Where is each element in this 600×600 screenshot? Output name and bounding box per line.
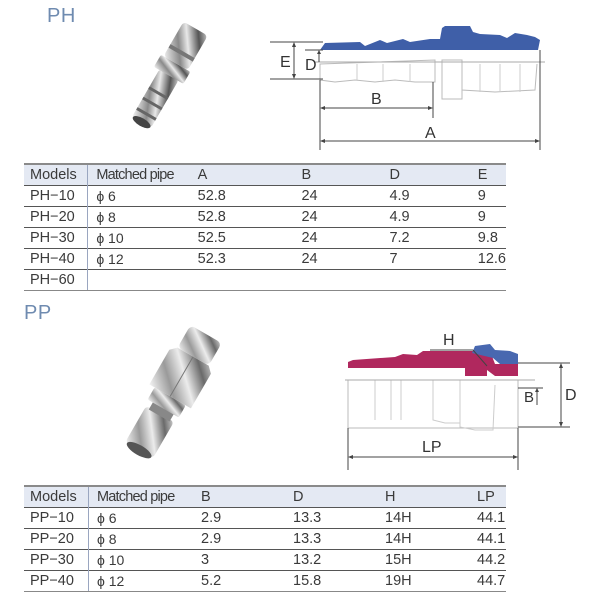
cell-matched-pipe: ϕ 8 bbox=[88, 528, 193, 550]
header-D: D bbox=[381, 163, 470, 186]
cell-D: 4.9 bbox=[381, 185, 470, 207]
cell-LP: 44.2 bbox=[469, 549, 506, 571]
header-matched-pipe: Matched pipe bbox=[87, 163, 190, 186]
cell-model: PP−30 bbox=[24, 549, 89, 571]
cell-matched-pipe: ϕ 8 bbox=[87, 206, 190, 228]
cell-model: PH−20 bbox=[24, 206, 89, 228]
cell-LP: 44.7 bbox=[469, 570, 506, 592]
header-matched-pipe: Matched pipe bbox=[88, 485, 193, 508]
cell-A: 52.5 bbox=[189, 227, 294, 249]
cell-E: 9 bbox=[469, 185, 506, 207]
cell-D bbox=[381, 269, 470, 291]
cell-B: 3 bbox=[193, 549, 285, 571]
cell-matched-pipe: ϕ 10 bbox=[87, 227, 190, 249]
header-B: B bbox=[293, 163, 382, 186]
cell-matched-pipe: ϕ 12 bbox=[88, 570, 193, 592]
cell-model: PH−40 bbox=[24, 248, 89, 270]
table-row: PP−40 ϕ 12 5.2 15.8 19H 44.7 bbox=[24, 570, 506, 592]
cell-B: 2.9 bbox=[193, 528, 285, 550]
pp-label-H: H bbox=[443, 332, 455, 349]
pp-label-D: D bbox=[565, 387, 577, 404]
header-A: A bbox=[189, 163, 294, 186]
table-row: PH−40 ϕ 12 52.3 24 7 12.6 bbox=[24, 248, 506, 270]
table-row: PH−20 ϕ 8 52.8 24 4.9 9 bbox=[24, 206, 506, 228]
ph-product-photo bbox=[132, 23, 207, 129]
cell-model: PP−20 bbox=[24, 528, 89, 550]
pp-product-photo bbox=[126, 326, 220, 459]
cell-B: 24 bbox=[293, 227, 382, 249]
table-header-row: Models Matched pipe B D H LP bbox=[24, 485, 506, 508]
cell-model: PH−30 bbox=[24, 227, 89, 249]
pp-dimension-diagram: H D B LP bbox=[345, 332, 577, 470]
pp-spec-table: Models Matched pipe B D H LP PP−10 ϕ 6 2… bbox=[24, 485, 506, 592]
cell-matched-pipe bbox=[87, 269, 190, 291]
ph-label-A: A bbox=[425, 125, 436, 142]
ph-label-D: D bbox=[305, 57, 317, 74]
table-header-row: Models Matched pipe A B D E bbox=[24, 163, 506, 186]
cell-matched-pipe: ϕ 6 bbox=[88, 507, 193, 529]
table-row: PH−10 ϕ 6 52.8 24 4.9 9 bbox=[24, 185, 506, 207]
cell-B: 5.2 bbox=[193, 570, 285, 592]
cell-E bbox=[469, 269, 506, 291]
cell-A bbox=[189, 269, 294, 291]
cell-H: 14H bbox=[377, 528, 469, 550]
table-row: PH−60 bbox=[24, 269, 506, 291]
ph-dimension-diagram: E D B A bbox=[270, 26, 545, 150]
ph-spec-table: Models Matched pipe A B D E PH−10 ϕ 6 52… bbox=[24, 163, 506, 291]
cell-H: 15H bbox=[377, 549, 469, 571]
cell-D: 13.2 bbox=[285, 549, 377, 571]
table-row: PH−30 ϕ 10 52.5 24 7.2 9.8 bbox=[24, 227, 506, 249]
cell-B: 2.9 bbox=[193, 507, 285, 529]
ph-section-title: PH bbox=[47, 5, 76, 27]
ph-label-B: B bbox=[371, 91, 382, 108]
cell-model: PH−10 bbox=[24, 185, 89, 207]
cell-A: 52.8 bbox=[189, 185, 294, 207]
pp-label-LP: LP bbox=[422, 439, 442, 456]
cell-D: 13.3 bbox=[285, 507, 377, 529]
table-row: PP−10 ϕ 6 2.9 13.3 14H 44.1 bbox=[24, 507, 506, 529]
cell-matched-pipe: ϕ 6 bbox=[87, 185, 190, 207]
ph-label-E: E bbox=[280, 54, 291, 71]
cell-model: PP−40 bbox=[24, 570, 89, 592]
cell-model: PH−60 bbox=[24, 269, 89, 291]
pp-label-B: B bbox=[524, 389, 534, 406]
header-D: D bbox=[285, 485, 377, 508]
header-H: H bbox=[377, 485, 469, 508]
cell-H: 14H bbox=[377, 507, 469, 529]
cell-E: 12.6 bbox=[469, 248, 506, 270]
cell-E: 9.8 bbox=[469, 227, 506, 249]
pp-section-title: PP bbox=[24, 302, 52, 324]
cell-E: 9 bbox=[469, 206, 506, 228]
cell-B bbox=[293, 269, 382, 291]
cell-D: 4.9 bbox=[381, 206, 470, 228]
cell-model: PP−10 bbox=[24, 507, 89, 529]
cell-A: 52.3 bbox=[189, 248, 294, 270]
cell-D: 7 bbox=[381, 248, 470, 270]
cell-matched-pipe: ϕ 10 bbox=[88, 549, 193, 571]
header-models: Models bbox=[24, 485, 89, 508]
cell-LP: 44.1 bbox=[469, 528, 506, 550]
header-B: B bbox=[193, 485, 285, 508]
table-row: PP−30 ϕ 10 3 13.2 15H 44.2 bbox=[24, 549, 506, 571]
cell-B: 24 bbox=[293, 206, 382, 228]
cell-D: 13.3 bbox=[285, 528, 377, 550]
cell-B: 24 bbox=[293, 248, 382, 270]
cell-matched-pipe: ϕ 12 bbox=[87, 248, 190, 270]
cell-H: 19H bbox=[377, 570, 469, 592]
header-LP: LP bbox=[469, 485, 506, 508]
cell-D: 15.8 bbox=[285, 570, 377, 592]
header-models: Models bbox=[24, 163, 89, 186]
header-E: E bbox=[469, 163, 506, 186]
cell-B: 24 bbox=[293, 185, 382, 207]
table-row: PP−20 ϕ 8 2.9 13.3 14H 44.1 bbox=[24, 528, 506, 550]
cell-LP: 44.1 bbox=[469, 507, 506, 529]
cell-A: 52.8 bbox=[189, 206, 294, 228]
cell-D: 7.2 bbox=[381, 227, 470, 249]
